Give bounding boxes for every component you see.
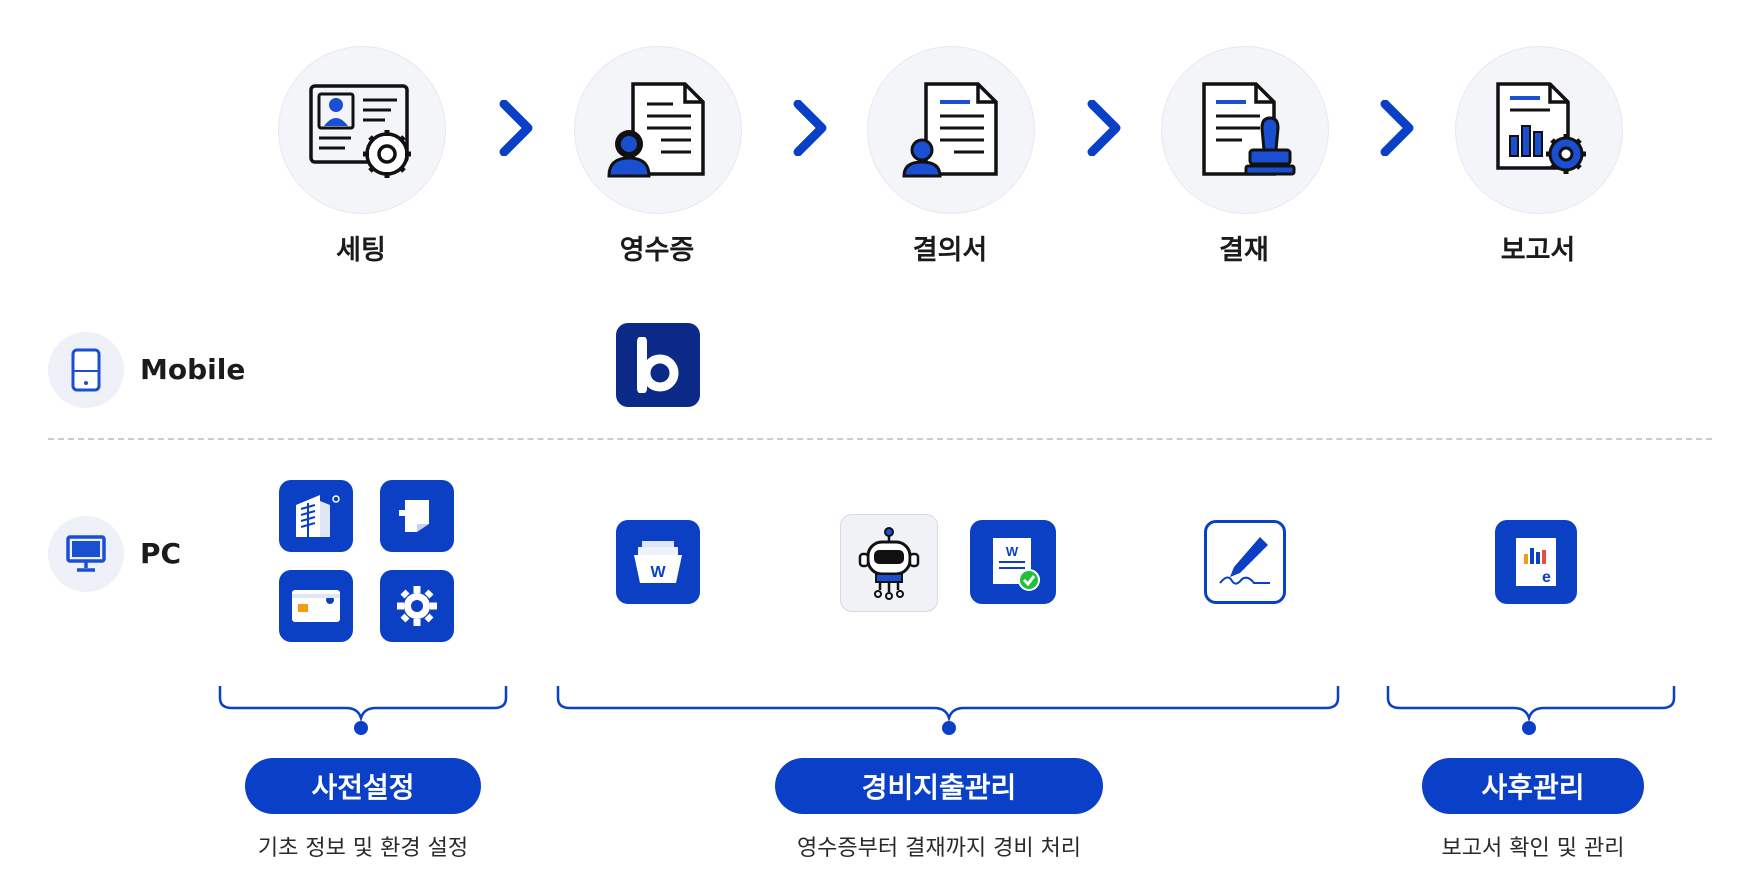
group-desc-presetting: 기초 정보 및 환경 설정 — [257, 836, 469, 861]
chevron-right-icon — [1380, 100, 1414, 156]
document-app-icon[interactable] — [380, 480, 454, 552]
smartphone-icon — [71, 348, 101, 392]
group-desc-postmanagement: 보고서 확인 및 관리 — [1441, 836, 1625, 861]
e-signature-app-icon[interactable] — [1204, 520, 1286, 604]
monitor-icon — [66, 535, 106, 572]
step-label-receipt: 영수증 — [619, 235, 695, 266]
svg-text:W: W — [1006, 544, 1019, 559]
mobile-app-b-icon[interactable] — [616, 323, 700, 407]
step-resolution-circle — [867, 46, 1035, 214]
mobile-device-circle — [48, 332, 124, 408]
step-label-approval: 결재 — [1219, 235, 1269, 266]
chevron-right-icon — [793, 100, 827, 156]
receipt-folder-app-icon[interactable]: W — [616, 520, 700, 604]
step-approval-circle — [1161, 46, 1329, 214]
pc-device-circle — [48, 516, 124, 592]
step-receipt-circle — [574, 46, 742, 214]
card-app-icon[interactable] — [279, 570, 353, 642]
svg-text:e: e — [1542, 569, 1551, 586]
chevron-right-icon — [499, 100, 533, 156]
step-setting-circle — [278, 46, 446, 214]
gear-app-icon[interactable] — [380, 570, 454, 642]
id-card-gear-icon — [309, 84, 411, 178]
svg-text:W: W — [650, 564, 666, 581]
chevron-right-icon — [1087, 100, 1121, 156]
group-desc-expense: 영수증부터 결재까지 경비 처리 — [796, 836, 1082, 861]
receipt-person-icon — [607, 82, 705, 178]
robot-app-icon[interactable] — [840, 514, 938, 612]
step-report-circle — [1455, 46, 1623, 214]
bracket-presetting — [218, 686, 508, 735]
group-pill-presetting: 사전설정 — [245, 758, 481, 814]
report-chart-gear-icon — [1496, 82, 1586, 174]
pc-label: PC — [140, 537, 182, 570]
document-stamp-icon — [1202, 82, 1296, 176]
section-divider — [48, 438, 1712, 440]
step-label-setting: 세팅 — [336, 235, 386, 266]
mobile-label: Mobile — [140, 353, 246, 386]
step-label-report: 보고서 — [1500, 235, 1576, 266]
step-label-resolution: 결의서 — [912, 235, 988, 266]
building-app-icon[interactable] — [279, 480, 353, 552]
document-person-icon — [902, 82, 998, 178]
bracket-expense — [556, 686, 1340, 735]
report-viewer-app-icon[interactable]: e — [1495, 520, 1577, 604]
bracket-postmanagement — [1386, 686, 1676, 735]
group-pill-postmanagement: 사후관리 — [1422, 758, 1644, 814]
approved-document-app-icon[interactable]: W — [970, 520, 1056, 604]
group-pill-expense: 경비지출관리 — [775, 758, 1103, 814]
